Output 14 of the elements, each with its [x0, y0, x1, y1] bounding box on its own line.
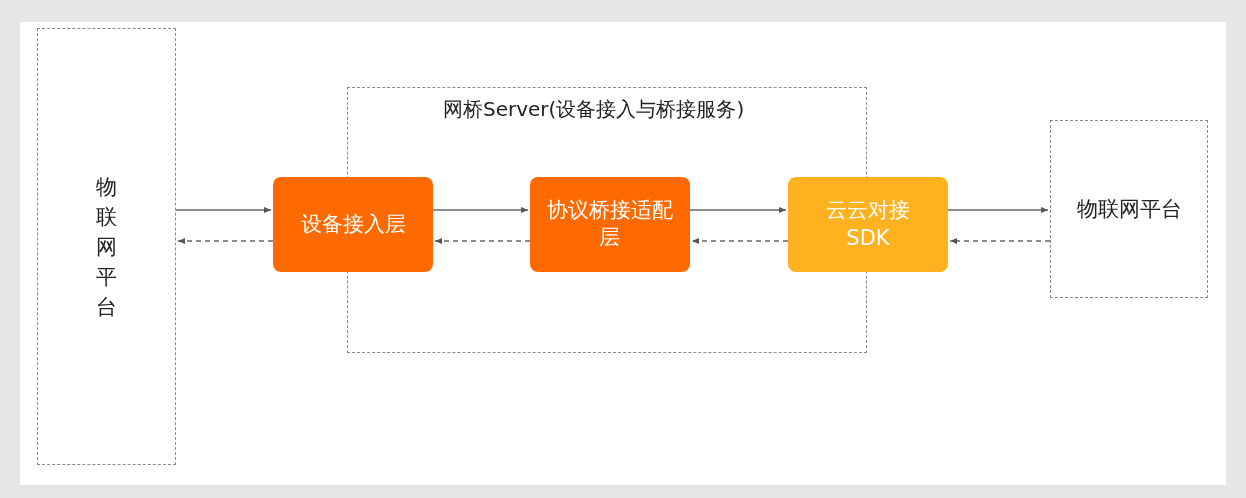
- process-box: 设备接入层: [273, 177, 433, 272]
- arrow: [177, 238, 274, 244]
- arrow: [689, 207, 787, 213]
- arrow: [434, 238, 531, 244]
- arrow: [947, 207, 1049, 213]
- process-box: 云云对接SDK: [788, 177, 948, 272]
- group-title: 网桥Server(设备接入与桥接服务): [443, 96, 745, 123]
- arrow: [432, 207, 529, 213]
- platform-box: 物联网平台: [1050, 120, 1208, 298]
- arrow: [175, 207, 272, 213]
- arrow: [949, 238, 1051, 244]
- platform-box: 物联网平台: [37, 28, 176, 465]
- process-box: 协议桥接适配层: [529, 176, 690, 272]
- arrow: [691, 238, 789, 244]
